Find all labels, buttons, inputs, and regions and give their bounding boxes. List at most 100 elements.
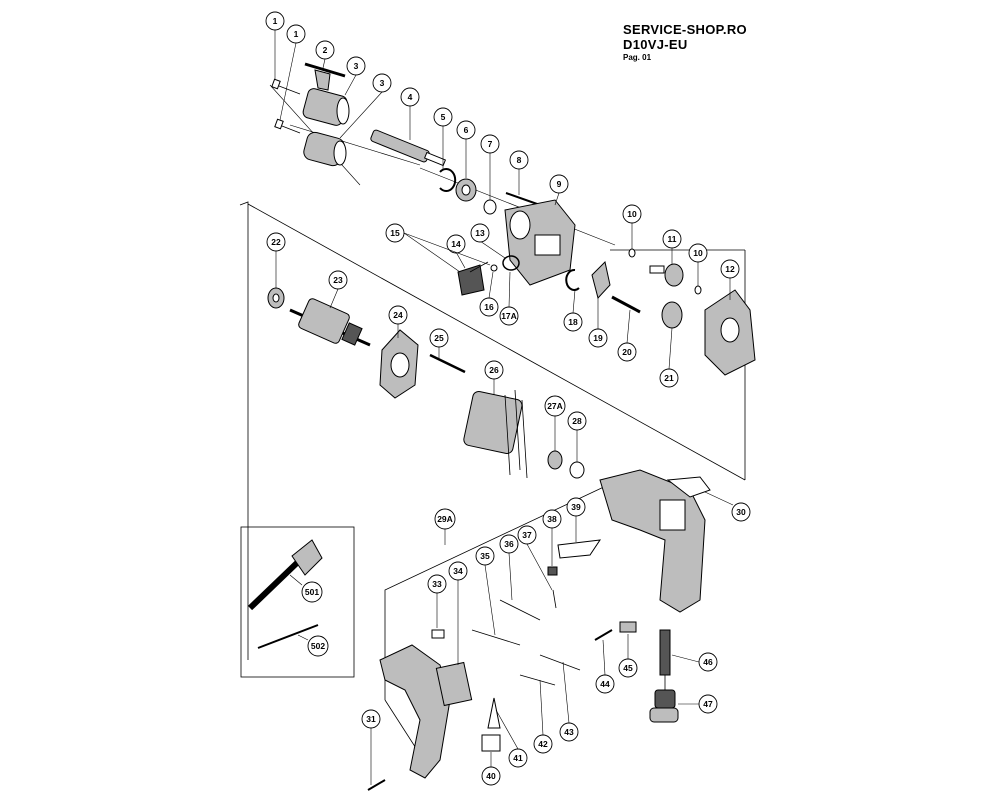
callout-4: 4 — [400, 87, 420, 140]
callout-502: 502 — [297, 634, 329, 657]
svg-text:15: 15 — [390, 228, 400, 238]
svg-text:37: 37 — [522, 530, 532, 540]
svg-text:25: 25 — [434, 333, 444, 343]
pin-20 — [611, 295, 641, 314]
cord-armor-46 — [659, 629, 671, 676]
callout-3a: 3 — [344, 56, 366, 96]
callout-35: 35 — [475, 546, 496, 636]
switch — [435, 661, 473, 707]
callout-30: 30 — [704, 491, 751, 522]
carbon-brush-41 — [487, 697, 501, 729]
internal-wire-36 — [499, 599, 541, 621]
svg-text:23: 23 — [333, 275, 343, 285]
callout-7: 7 — [480, 134, 500, 200]
svg-text:16: 16 — [484, 302, 494, 312]
callout-11: 11 — [662, 229, 682, 264]
terminal-37 — [552, 589, 557, 609]
shop-name: SERVICE-SHOP.RO — [623, 22, 747, 37]
callout-12: 12 — [720, 259, 740, 300]
housing — [599, 469, 706, 613]
svg-text:20: 20 — [622, 347, 632, 357]
callout-44: 44 — [595, 639, 615, 694]
svg-text:8: 8 — [517, 155, 522, 165]
callout-38: 38 — [542, 509, 562, 566]
svg-text:28: 28 — [572, 416, 582, 426]
name-plate-30 — [666, 476, 711, 498]
svg-text:42: 42 — [538, 739, 548, 749]
svg-text:34: 34 — [453, 566, 463, 576]
callout-10b: 10 — [688, 243, 708, 286]
callout-45: 45 — [618, 634, 638, 678]
keyed-chuck — [302, 88, 350, 126]
callout-40: 40 — [481, 752, 501, 786]
svg-text:30: 30 — [736, 507, 746, 517]
svg-text:44: 44 — [600, 679, 610, 689]
svg-text:3: 3 — [354, 61, 359, 71]
callout-27a: 27A — [544, 395, 566, 451]
svg-text:6: 6 — [464, 125, 469, 135]
cord-clip-45 — [619, 621, 637, 633]
internal-wire-42 — [519, 674, 556, 686]
callout-31: 31 — [361, 709, 381, 785]
svg-text:19: 19 — [593, 333, 603, 343]
retaining-ring-5 — [439, 168, 457, 192]
svg-text:2: 2 — [323, 45, 328, 55]
svg-text:47: 47 — [703, 699, 713, 709]
callout-20: 20 — [617, 309, 637, 362]
power-cord-47 — [649, 675, 679, 723]
svg-text:4: 4 — [408, 92, 413, 102]
callout-29a: 29A — [434, 508, 456, 545]
washer-10b — [694, 285, 702, 295]
callout-18: 18 — [563, 289, 583, 332]
shift-arm — [591, 260, 611, 300]
svg-text:46: 46 — [703, 657, 713, 667]
svg-text:35: 35 — [480, 551, 490, 561]
depth-rod — [257, 624, 319, 649]
part-callouts: 1 1 2 3 3 4 5 6 7 8 9 10 10 11 12 13 14 … — [265, 11, 751, 786]
ball-bearing-6 — [455, 178, 477, 202]
callout-39: 39 — [566, 497, 586, 542]
callout-41: 41 — [495, 709, 528, 768]
callout-34: 34 — [448, 561, 468, 665]
svg-text:7: 7 — [488, 139, 493, 149]
svg-text:22: 22 — [271, 237, 281, 247]
fan-guide — [379, 329, 419, 399]
screw-44 — [594, 629, 613, 641]
svg-text:41: 41 — [513, 753, 523, 763]
washer-7 — [483, 199, 497, 215]
callout-46: 46 — [671, 652, 718, 672]
screw-8 — [505, 192, 541, 206]
callout-1b: 1 — [279, 24, 306, 121]
gear-21 — [661, 301, 683, 329]
svg-text:39: 39 — [571, 502, 581, 512]
terminal-block-40 — [481, 734, 501, 752]
svg-text:13: 13 — [475, 228, 485, 238]
svg-text:24: 24 — [393, 310, 403, 320]
gear-11 — [649, 263, 684, 287]
callout-25: 25 — [429, 328, 449, 358]
accessory-box — [240, 526, 355, 678]
callout-13: 13 — [470, 223, 506, 259]
svg-text:11: 11 — [668, 234, 677, 244]
svg-text:26: 26 — [489, 365, 499, 375]
callout-6: 6 — [456, 120, 476, 178]
armature — [289, 298, 371, 347]
svg-text:31: 31 — [366, 714, 376, 724]
callout-501: 501 — [289, 574, 323, 603]
screw-25 — [429, 353, 466, 374]
shift-knob — [457, 261, 489, 296]
bearing-cover-28 — [569, 461, 585, 479]
svg-text:501: 501 — [305, 587, 319, 597]
callout-15: 15 — [385, 223, 491, 273]
stator — [463, 389, 528, 479]
callout-17a: 17A — [499, 271, 519, 326]
screw-31 — [367, 779, 386, 791]
svg-text:502: 502 — [311, 641, 325, 651]
callout-28: 28 — [567, 411, 587, 462]
internal-wire-43 — [539, 654, 581, 671]
noise-suppressor-38 — [547, 566, 558, 576]
chuck-key — [304, 62, 346, 91]
handle-cover — [379, 644, 451, 779]
callout-14: 14 — [446, 234, 466, 269]
